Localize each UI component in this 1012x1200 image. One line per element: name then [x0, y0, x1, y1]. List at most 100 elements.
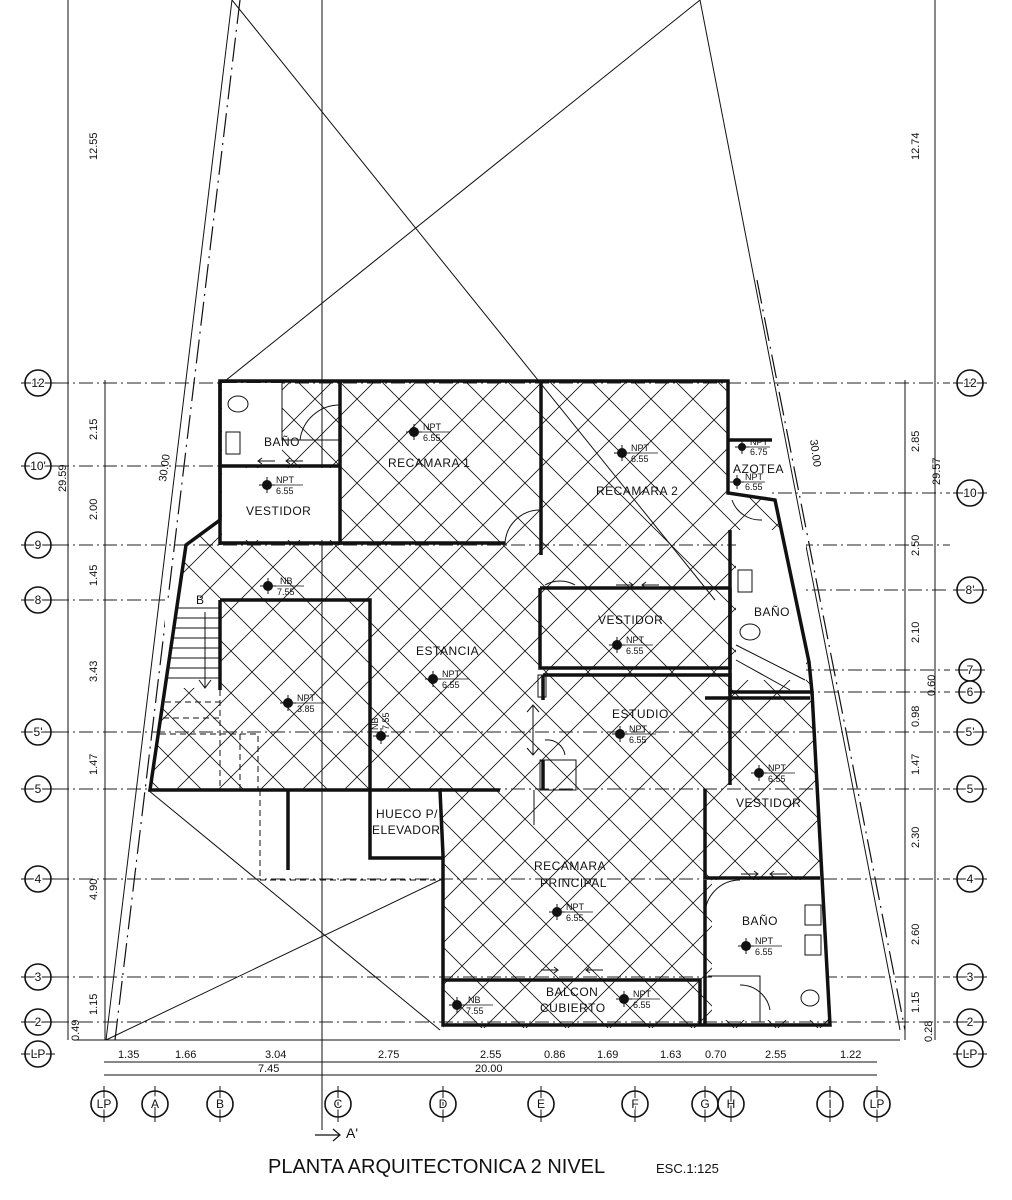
axis-bubble-bottom: F [621, 1086, 649, 1122]
dimension-texts: 12.55 2.15 2.00 1.45 3.43 1.47 4.90 1.15… [57, 132, 943, 1075]
axis-bubble-right: 12 [953, 369, 987, 397]
svg-text:1.22: 1.22 [840, 1049, 861, 1061]
room-labels: BAÑO VESTIDOR RECAMARA 1 RECAMARA 2 AZOT… [196, 435, 801, 1015]
svg-text:2.00: 2.00 [88, 499, 100, 520]
svg-text:NPT: NPT [566, 902, 585, 912]
room-estudio: ESTUDIO [612, 707, 669, 721]
svg-text:LP: LP [31, 1047, 46, 1061]
svg-text:4: 4 [35, 872, 42, 886]
level-marker: NB7.55 [449, 995, 493, 1016]
axis-bubble-right: 10 [953, 479, 987, 507]
svg-text:6.55: 6.55 [276, 486, 294, 496]
stairs [160, 607, 443, 881]
svg-text:1.47: 1.47 [88, 754, 100, 775]
stair-mark: B [196, 593, 205, 607]
axis-bubble-bottom: LP [90, 1086, 118, 1122]
lot-boundary [75, 0, 906, 1041]
axis-bubble-left: 12 [21, 369, 55, 397]
svg-text:6: 6 [967, 685, 974, 699]
svg-text:2.75: 2.75 [378, 1049, 399, 1061]
axis-bubble-bottom: D [429, 1086, 457, 1122]
svg-text:3: 3 [967, 970, 974, 984]
svg-text:4.90: 4.90 [88, 879, 100, 900]
room-vestidor-1: VESTIDOR [246, 504, 311, 518]
axis-bubble-right: 6 [955, 680, 985, 704]
svg-text:NPT: NPT [750, 437, 769, 447]
svg-text:I: I [828, 1097, 831, 1111]
svg-text:6.55: 6.55 [566, 913, 584, 923]
axis-bubble-left: 10' [21, 452, 55, 480]
svg-text:8': 8' [966, 583, 975, 597]
axis-bubble-right: 5' [953, 718, 987, 746]
svg-text:NB: NB [280, 576, 293, 586]
svg-text:10': 10' [30, 459, 46, 473]
svg-text:NPT: NPT [631, 443, 650, 453]
svg-text:0.70: 0.70 [705, 1049, 726, 1061]
svg-text:30.00: 30.00 [807, 439, 823, 468]
drawing-scale: ESC.1:125 [656, 1161, 719, 1176]
svg-text:1.66: 1.66 [175, 1049, 196, 1061]
svg-text:3: 3 [35, 970, 42, 984]
svg-text:8: 8 [35, 593, 42, 607]
svg-text:NPT: NPT [629, 724, 648, 734]
axis-bubble-right: 8' [953, 576, 987, 604]
svg-text:2.30: 2.30 [910, 827, 922, 848]
svg-text:2.85: 2.85 [910, 431, 922, 452]
svg-text:7: 7 [967, 663, 974, 677]
svg-text:1.63: 1.63 [660, 1049, 681, 1061]
svg-text:20.00: 20.00 [475, 1063, 503, 1075]
svg-text:5: 5 [35, 782, 42, 796]
svg-text:NB: NB [468, 995, 481, 1005]
axis-bubble-right: 3 [953, 963, 987, 991]
left-axis-bubbles: 12 10' 9 8 5' 5 4 3 2 LP [21, 369, 55, 1068]
axis-bubble-left: 2 [21, 1008, 55, 1036]
axis-bubble-left: 5' [21, 718, 55, 746]
svg-text:3.85: 3.85 [297, 704, 315, 714]
svg-text:2.10: 2.10 [910, 622, 922, 643]
svg-text:4: 4 [967, 872, 974, 886]
axis-bubble-left: 3 [21, 963, 55, 991]
axis-bubble-bottom: G [691, 1086, 719, 1122]
svg-text:10: 10 [963, 486, 977, 500]
svg-text:1.15: 1.15 [910, 992, 922, 1013]
room-balcon-line1: BALCON [546, 985, 598, 999]
axis-bubble-right: 5 [953, 775, 987, 803]
svg-text:5: 5 [967, 782, 974, 796]
room-hueco-line2: ELEVADOR [372, 823, 440, 837]
room-principal-line1: RECAMARA [534, 859, 606, 873]
right-axis-bubbles: 12 10 8' 7 6 5' 5 4 3 2 LP [953, 369, 987, 1068]
axis-bubble-bottom: LP [863, 1086, 891, 1122]
svg-text:12.74: 12.74 [910, 132, 922, 160]
room-vestidor-3: VESTIDOR [736, 796, 801, 810]
axis-bubble-bottom: E [527, 1086, 555, 1122]
room-estancia: ESTANCIA [416, 644, 479, 658]
axis-bubble-left: 8 [21, 586, 55, 614]
axis-bubble-right: LP [953, 1040, 987, 1068]
svg-text:1.45: 1.45 [88, 565, 100, 586]
axis-bubble-bottom: C [324, 1086, 352, 1122]
svg-text:5': 5' [34, 725, 43, 739]
room-bano-1: BAÑO [264, 435, 300, 449]
svg-text:NB: NB [370, 717, 380, 730]
bottom-axis-bubbles: LP A B C D E F G H I LP [90, 1086, 891, 1122]
drawing-title: PLANTA ARQUITECTONICA 2 NIVEL ESC.1:125 [268, 1156, 719, 1178]
svg-text:1.35: 1.35 [118, 1049, 139, 1061]
axis-bubble-right: 2 [953, 1008, 987, 1036]
walls [147, 379, 832, 1027]
svg-text:C: C [334, 1097, 343, 1111]
svg-text:9: 9 [35, 538, 42, 552]
fixtures [225, 383, 822, 1022]
svg-text:7.55: 7.55 [466, 1006, 484, 1016]
svg-text:2.55: 2.55 [765, 1049, 786, 1061]
axis-bubble-bottom: H [717, 1086, 745, 1122]
